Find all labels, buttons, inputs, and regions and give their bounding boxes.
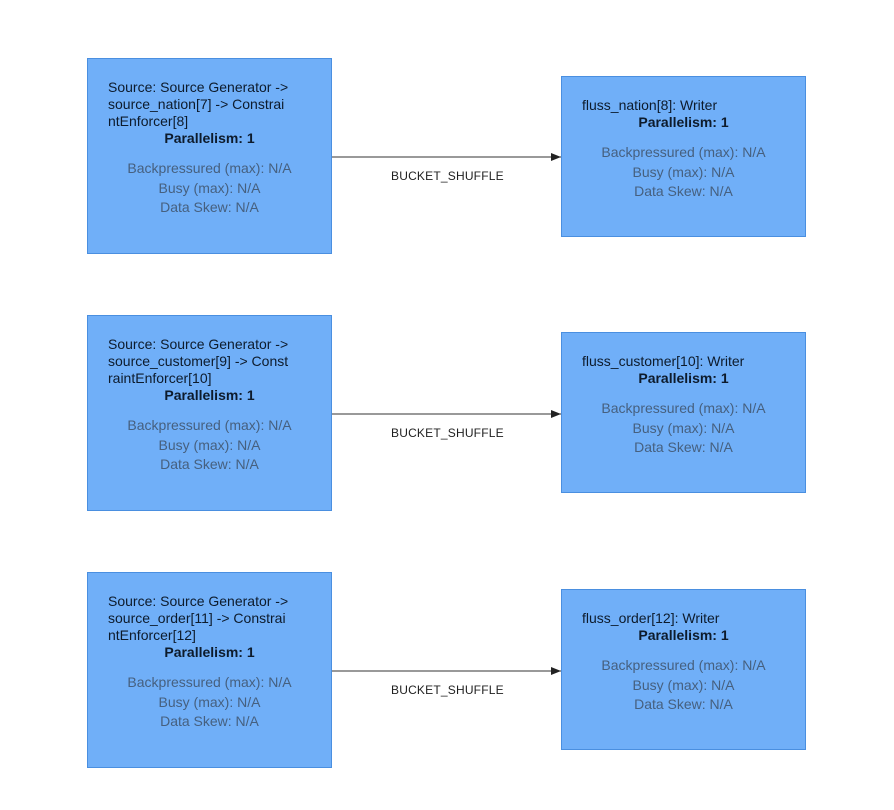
metric-busy: Busy (max): N/A xyxy=(632,419,735,436)
metric-data-skew: Data Skew: N/A xyxy=(160,456,259,472)
node-title-line: fluss_order[12]: Writer xyxy=(582,610,720,626)
source-node-customer[interactable]: Source: Source Generator -> source_custo… xyxy=(87,315,332,511)
metric-backpressured: Backpressured (max): N/A xyxy=(601,657,766,673)
node-parallelism: Parallelism: 1 xyxy=(638,627,729,643)
metric-data-skew: Data Skew: N/A xyxy=(160,713,259,729)
sink-node-customer[interactable]: fluss_customer[10]: Writer Parallelism: … xyxy=(561,332,806,493)
metric-backpressured: Backpressured (max): N/A xyxy=(127,674,292,690)
sink-node-nation[interactable]: fluss_nation[8]: Writer Parallelism: 1 B… xyxy=(561,76,806,237)
node-metrics: Backpressured (max): N/A Busy (max): N/A… xyxy=(98,159,321,218)
edge-label: BUCKET_SHUFFLE xyxy=(391,169,504,183)
node-title-line: fluss_customer[10]: Writer xyxy=(582,353,745,369)
metric-backpressured: Backpressured (max): N/A xyxy=(601,400,766,416)
node-title-line: source_nation[7] -> Constrai xyxy=(108,96,285,112)
metric-busy: Busy (max): N/A xyxy=(158,436,261,453)
node-metrics: Backpressured (max): N/A Busy (max): N/A… xyxy=(572,656,795,715)
node-title-line: ntEnforcer[12] xyxy=(108,627,196,643)
metric-backpressured: Backpressured (max): N/A xyxy=(127,417,292,433)
node-metrics: Backpressured (max): N/A Busy (max): N/A… xyxy=(572,143,795,202)
node-title-line: ntEnforcer[8] xyxy=(108,113,189,129)
sink-node-order[interactable]: fluss_order[12]: Writer Parallelism: 1 B… xyxy=(561,589,806,750)
node-title-line: source_order[11] -> Constrai xyxy=(108,610,286,626)
node-parallelism: Parallelism: 1 xyxy=(164,387,255,403)
metric-data-skew: Data Skew: N/A xyxy=(160,199,259,215)
node-metrics: Backpressured (max): N/A Busy (max): N/A… xyxy=(572,399,795,458)
metric-data-skew: Data Skew: N/A xyxy=(634,696,733,712)
node-parallelism: Parallelism: 1 xyxy=(164,130,255,146)
source-node-nation[interactable]: Source: Source Generator -> source_natio… xyxy=(87,58,332,254)
node-metrics: Backpressured (max): N/A Busy (max): N/A… xyxy=(98,416,321,475)
node-title-line: Source: Source Generator -> xyxy=(108,79,289,95)
metric-busy: Busy (max): N/A xyxy=(158,693,261,710)
metric-busy: Busy (max): N/A xyxy=(632,676,735,693)
metric-busy: Busy (max): N/A xyxy=(632,163,735,180)
node-parallelism: Parallelism: 1 xyxy=(164,644,255,660)
edge-label: BUCKET_SHUFFLE xyxy=(391,426,504,440)
node-title-line: Source: Source Generator -> xyxy=(108,336,289,352)
metric-busy: Busy (max): N/A xyxy=(158,179,261,196)
node-title-line: source_customer[9] -> Const xyxy=(108,353,289,369)
metric-data-skew: Data Skew: N/A xyxy=(634,183,733,199)
node-metrics: Backpressured (max): N/A Busy (max): N/A… xyxy=(98,673,321,732)
edge-label: BUCKET_SHUFFLE xyxy=(391,683,504,697)
node-parallelism: Parallelism: 1 xyxy=(638,370,729,386)
node-parallelism: Parallelism: 1 xyxy=(638,114,729,130)
node-title-line: fluss_nation[8]: Writer xyxy=(582,97,718,113)
node-title-line: raintEnforcer[10] xyxy=(108,370,212,386)
metric-data-skew: Data Skew: N/A xyxy=(634,439,733,455)
source-node-order[interactable]: Source: Source Generator -> source_order… xyxy=(87,572,332,768)
metric-backpressured: Backpressured (max): N/A xyxy=(601,144,766,160)
metric-backpressured: Backpressured (max): N/A xyxy=(127,160,292,176)
node-title-line: Source: Source Generator -> xyxy=(108,593,289,609)
